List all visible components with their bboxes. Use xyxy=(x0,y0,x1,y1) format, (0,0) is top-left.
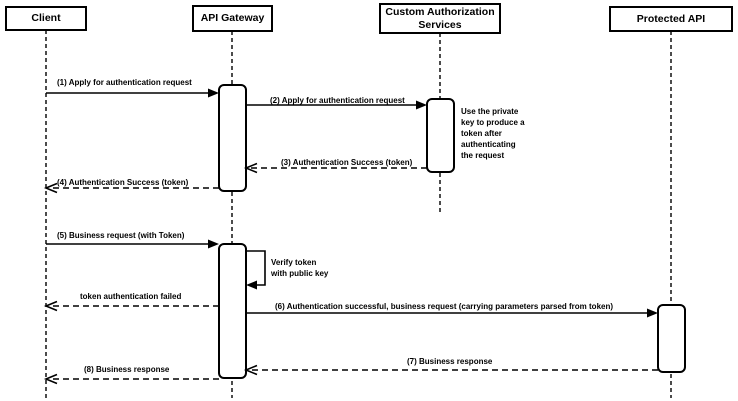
message-2-arrow xyxy=(246,100,427,110)
self-message-label: Verify token with public key xyxy=(271,257,328,279)
message-3-label: (3) Authentication Success (token) xyxy=(281,158,413,167)
activation-protected-api xyxy=(657,304,686,373)
self-message-arrow xyxy=(246,250,266,290)
message-8-arrow xyxy=(43,373,219,385)
note-line-3: token after xyxy=(461,129,502,138)
participant-client: Client xyxy=(5,6,87,31)
activation-gateway-auth xyxy=(218,84,247,192)
message-3-arrow xyxy=(243,162,427,174)
message-4-label: (4) Authentication Success (token) xyxy=(57,178,189,187)
note-line-1: Use the private xyxy=(461,107,519,116)
message-failed-arrow xyxy=(43,300,219,312)
note-private-key: Use the private key to produce a token a… xyxy=(461,106,525,161)
note-line-2: key to produce a xyxy=(461,118,525,127)
message-7-label: (7) Business response xyxy=(407,357,493,366)
self-message-line-2: with public key xyxy=(271,269,329,278)
participant-custom-auth: Custom Authorization Services xyxy=(379,3,501,34)
participant-client-label: Client xyxy=(31,12,61,24)
message-1-arrow xyxy=(46,88,219,98)
message-1-label: (1) Apply for authentication request xyxy=(57,78,192,87)
participant-api-gateway-label: API Gateway xyxy=(200,12,265,24)
participant-custom-auth-label: Custom Authorization Services xyxy=(385,5,495,31)
message-2-label: (2) Apply for authentication request xyxy=(270,96,405,105)
note-line-5: the request xyxy=(461,151,505,160)
self-message-line-1: Verify token xyxy=(271,258,317,267)
activation-custom-auth xyxy=(426,98,455,173)
message-5-arrow xyxy=(46,239,219,249)
message-5-label: (5) Business request (with Token) xyxy=(57,231,185,240)
message-4-arrow xyxy=(43,182,219,194)
note-line-4: authenticating xyxy=(461,140,516,149)
message-7-arrow xyxy=(243,364,658,376)
message-failed-label: token authentication failed xyxy=(80,292,182,301)
message-8-label: (8) Business response xyxy=(84,365,170,374)
activation-gateway-business xyxy=(218,243,247,379)
message-6-label: (6) Authentication successful, business … xyxy=(275,302,614,311)
message-6-arrow xyxy=(246,308,658,318)
participant-api-gateway: API Gateway xyxy=(192,5,273,32)
participant-protected-api: Protected API xyxy=(609,6,733,32)
participant-protected-api-label: Protected API xyxy=(636,12,706,25)
